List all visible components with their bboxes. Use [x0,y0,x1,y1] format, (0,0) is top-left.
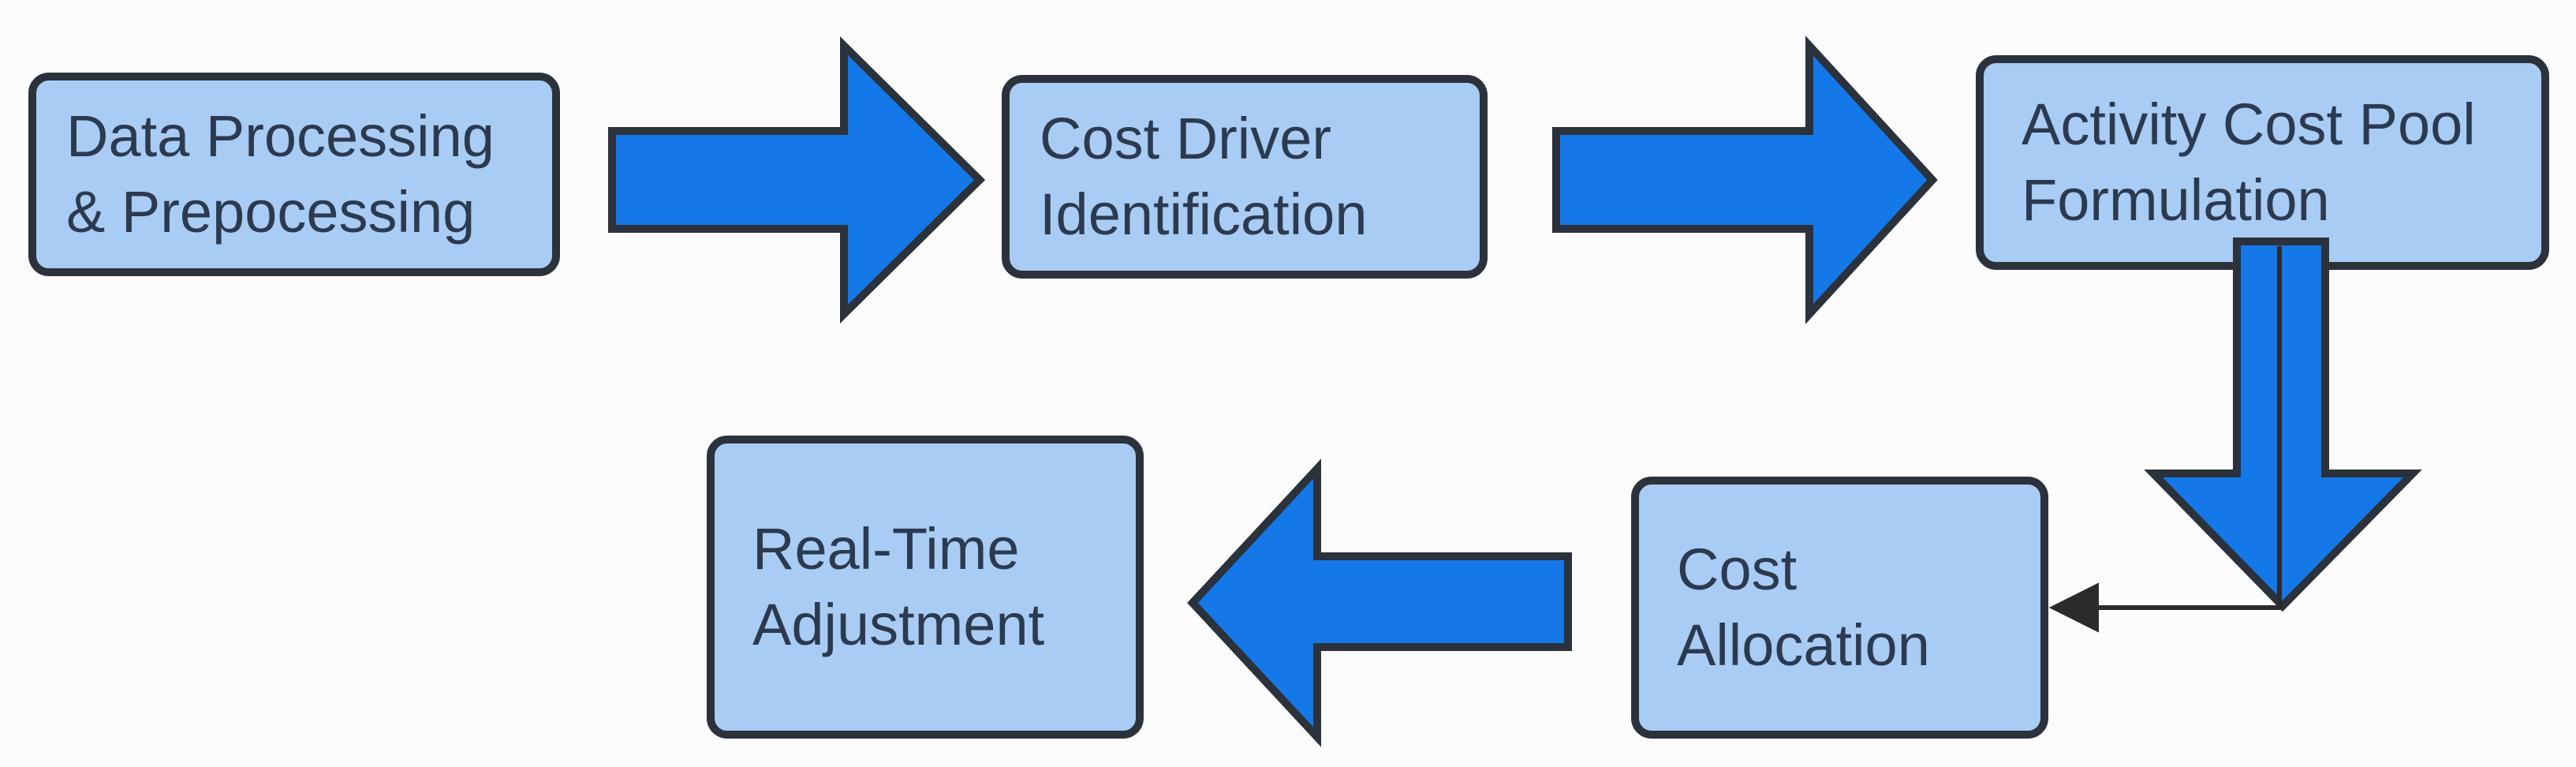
node-activity-cost-pool-formulation: Activity Cost Pool Formulation [1976,55,2549,270]
arrow-right-icon-2 [1552,36,1938,324]
node-label-line: Cost Driver [1040,106,1332,171]
node-data-processing-label: Data Processing & Prepocessing [36,99,504,250]
node-label-line: Adjustment [752,592,1045,657]
node-label-line: & Prepocessing [66,179,476,245]
connector-arrowhead-icon [2048,582,2099,633]
arrow-right-icon-1 [608,36,986,324]
node-cost-driver-identification-label: Cost Driver Identification [1010,101,1377,253]
node-label-line: Formulation [2022,167,2330,233]
node-activity-cost-pool-formulation-label: Activity Cost Pool Formulation [1984,87,2485,238]
node-label-line: Identification [1040,181,1368,247]
arrow-left-icon [1187,458,1572,747]
node-label-line: Cost [1677,537,1798,602]
connector-elbow-line [2095,246,2282,610]
node-cost-allocation: Cost Allocation [1631,477,2048,739]
node-real-time-adjustment: Real-Time Adjustment [707,436,1144,739]
node-label-line: Allocation [1677,612,1930,678]
node-label-line: Activity Cost Pool [2022,92,2476,157]
node-label-line: Real-Time [752,516,1020,582]
node-label-line: Data Processing [66,103,495,169]
arrow-down-icon [2144,238,2422,612]
node-cost-driver-identification: Cost Driver Identification [1002,75,1488,279]
node-data-processing: Data Processing & Prepocessing [28,73,560,276]
node-real-time-adjustment-label: Real-Time Adjustment [715,511,1054,663]
node-cost-allocation-label: Cost Allocation [1639,532,1939,683]
